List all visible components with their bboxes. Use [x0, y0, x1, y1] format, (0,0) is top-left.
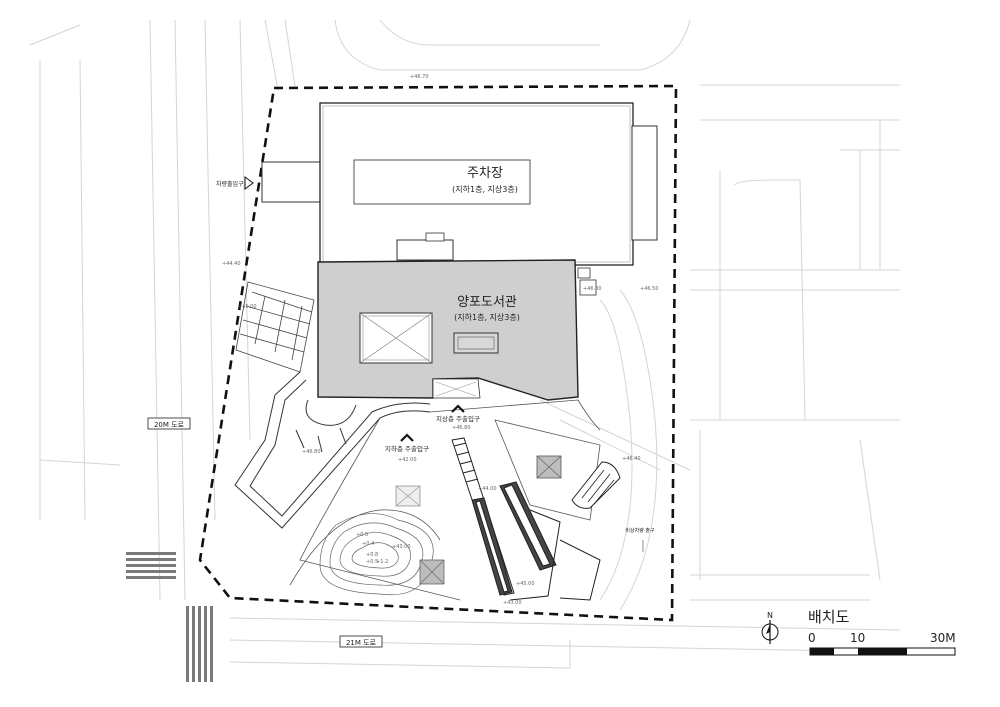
west-ramp	[234, 371, 431, 529]
level-garden-b: +0.0	[356, 532, 368, 538]
road-west-badge: 20M 도로	[147, 417, 191, 430]
level-ramp-mid: +44.00	[478, 486, 497, 492]
entrance-arrow-ground	[451, 404, 465, 413]
parking-subtitle: (지하1층, 지상3층)	[452, 184, 518, 194]
vehicle-entrance-arrow	[244, 176, 254, 190]
road-west-label: 20M 도로	[154, 421, 185, 429]
level-garden-e: +0.5	[366, 559, 378, 565]
level-ramp-low: +45.00	[516, 581, 535, 587]
vehicle-entrance-label: 차량출입구	[216, 180, 244, 188]
crosswalk-south	[186, 606, 213, 682]
level-garden-c: +0.4	[362, 541, 374, 547]
north-arrow: N	[761, 611, 779, 644]
library-title: 양포도서관	[457, 295, 517, 310]
level-east: +46.50	[640, 286, 659, 292]
level-far-east: +46.40	[622, 456, 641, 462]
entrance-ground-label: 지상층 주출입구	[436, 414, 480, 423]
east-courtyard	[494, 419, 621, 521]
level-library-east: +46.80	[583, 286, 602, 292]
plaza-paths	[289, 399, 601, 601]
parking-title: 주차장	[467, 166, 503, 181]
library-building	[317, 259, 597, 401]
road-south-label: 21M 도로	[346, 639, 377, 647]
sunken-garden	[319, 485, 445, 596]
fire-exit-label: 비상차량 출구	[625, 527, 655, 534]
parking-building	[261, 102, 658, 266]
drawing-title: 배치도	[808, 608, 850, 626]
scale-tick-1: 10	[850, 631, 865, 645]
road-south-badge: 21M 도로	[339, 635, 383, 648]
level-ramp-bottom: +43.00	[503, 600, 522, 606]
library-subtitle: (지하1층, 지상3층)	[454, 312, 520, 322]
level-annotations: +46.70 +44.40 +46.80 +46.50 +45.00 +46.8…	[222, 74, 659, 606]
level-garden-a: +43.00	[392, 544, 411, 550]
north-label: N	[767, 611, 773, 620]
crosswalk-west	[126, 552, 176, 579]
level-entrance-ground: +46.80	[452, 425, 471, 431]
level-northwest: +44.40	[222, 261, 241, 267]
level-stair-top: +45.00	[238, 304, 257, 310]
level-garden-d: +0.8	[366, 552, 378, 558]
entrance-ramps	[451, 437, 601, 601]
scale-tick-0: 0	[808, 631, 816, 645]
level-entrance-basement: +42.00	[398, 457, 417, 463]
scale-bar: 0 10 30M	[808, 631, 956, 656]
entrance-basement-label: 지하층 주출입구	[385, 444, 429, 453]
entrance-arrow-basement	[400, 433, 414, 442]
site-boundary	[198, 84, 678, 622]
scale-tick-2: 30M	[930, 631, 956, 645]
level-top: +46.70	[410, 74, 429, 80]
level-garden-f: +1.2	[376, 559, 388, 565]
level-plaza: +46.80	[302, 449, 321, 455]
